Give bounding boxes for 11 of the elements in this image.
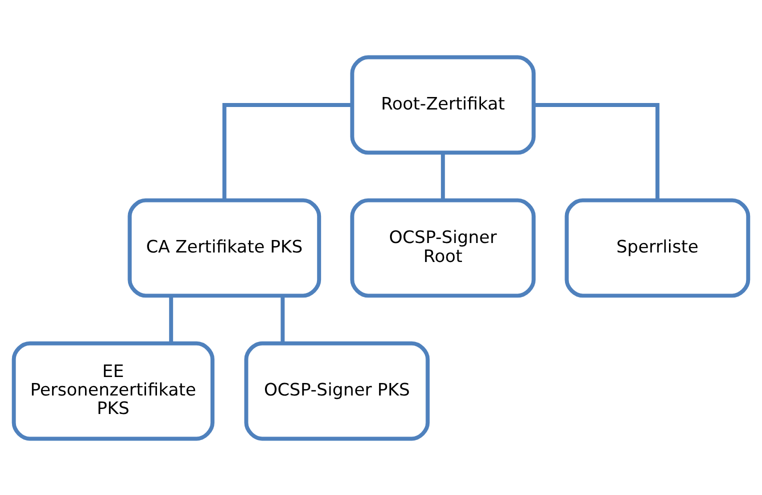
node-box: EE Personenzertifikate PKS xyxy=(12,340,214,440)
connector xyxy=(440,152,445,200)
node-box: Sperrliste xyxy=(564,198,750,298)
node-box: OCSP-Signer Root xyxy=(350,198,536,298)
connector xyxy=(169,296,174,342)
node-box: Root-Zertifikat xyxy=(350,54,536,154)
connector xyxy=(222,102,352,200)
connector xyxy=(280,296,285,342)
node-box: CA Zertifikate PKS xyxy=(128,198,322,298)
connector xyxy=(534,102,660,200)
node-box: OCSP-Signer PKS xyxy=(244,340,430,440)
